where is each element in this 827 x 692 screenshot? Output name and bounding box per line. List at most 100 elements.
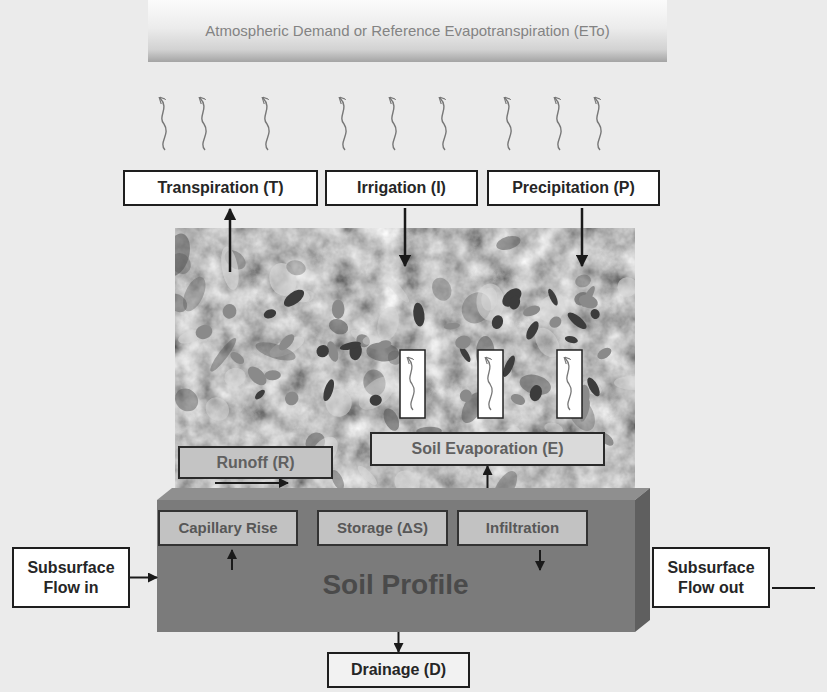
- vapour-arrows: [160, 98, 601, 150]
- runoff-arrow: [215, 482, 288, 484]
- transpiration-arrow: [229, 209, 232, 272]
- seedling-leaf: [528, 384, 544, 403]
- soil-clod: [285, 258, 307, 277]
- seedling-leaf: [595, 345, 613, 361]
- seedling-leaf: [377, 339, 392, 350]
- flux-box: Runoff (R): [178, 446, 333, 479]
- soil-clod: [617, 276, 635, 297]
- vapour-arrow: [390, 98, 396, 150]
- process-box: Infiltration: [457, 510, 588, 546]
- flux-box: Transpiration (T): [123, 170, 318, 206]
- seedling-leaf: [314, 342, 331, 359]
- soil-clod: [428, 275, 455, 304]
- seedling-leaf: [509, 392, 527, 407]
- precipitation-arrow: [581, 208, 584, 266]
- seedling-leaf: [276, 332, 297, 353]
- soil-clod: [175, 384, 203, 416]
- vapour-arrow: [340, 98, 346, 150]
- soil-block: Soil Profile Capillary Rise Storage (ΔS) In…: [157, 488, 650, 632]
- node-label: Capillary Rise: [178, 519, 277, 537]
- seedling-leaf: [283, 389, 301, 408]
- soil-clod: [480, 287, 499, 312]
- node-label: Irrigation (I): [357, 178, 446, 197]
- seedling-leaf: [263, 308, 278, 320]
- node-label: Storage (ΔS): [337, 519, 428, 537]
- vapour-arrow: [505, 98, 511, 150]
- evaporation-symbol: [478, 350, 503, 418]
- soil-clod: [380, 406, 402, 433]
- seedling-leaf: [281, 286, 307, 310]
- field-photo: [175, 228, 635, 490]
- vapour-arrow: [565, 358, 571, 410]
- vapour-arrow: [486, 358, 492, 410]
- seedling-leaf: [547, 314, 563, 330]
- soil-clod: [389, 465, 424, 490]
- seedling-leaf: [524, 319, 542, 341]
- soil-clod: [175, 249, 195, 277]
- seedling-leaf: [264, 370, 281, 380]
- seedling-leaf: [564, 335, 579, 345]
- node-label: Subsurface Flow in: [21, 558, 121, 596]
- vapour-arrow: [263, 98, 269, 150]
- capillary-arrow: [231, 550, 233, 570]
- soil-clod: [488, 467, 522, 490]
- infiltration-arrow: [539, 550, 541, 570]
- soil-slab: [157, 488, 650, 632]
- node-label: Soil Profile: [322, 568, 468, 602]
- seedling-leaf: [228, 350, 246, 367]
- symbol-box: [557, 350, 582, 418]
- node-label: Precipitation (P): [512, 178, 635, 197]
- seedling-leaf: [522, 304, 542, 319]
- soil-clod: [574, 273, 593, 289]
- node-label: Infiltration: [486, 519, 559, 537]
- evaporation-symbol: [557, 350, 582, 418]
- process-box: Capillary Rise: [158, 510, 298, 546]
- flux-box: Irrigation (I): [325, 170, 478, 206]
- flux-box: Precipitation (P): [487, 170, 660, 206]
- seedling-leaf: [589, 308, 601, 321]
- vapour-arrow: [595, 98, 601, 150]
- vapour-arrow: [555, 98, 561, 150]
- node-label: Drainage (D): [351, 660, 446, 679]
- vapour-arrow: [440, 98, 446, 150]
- seedling-leaf: [507, 294, 522, 311]
- seedling-leaf: [499, 285, 525, 310]
- process-box: Storage (ΔS): [317, 510, 448, 546]
- flow-box: Subsurface Flow out: [652, 547, 770, 608]
- seedling-leaf: [194, 323, 215, 342]
- soil-clod: [178, 274, 210, 315]
- flux-box: Drainage (D): [327, 652, 470, 688]
- seedling-leaf: [453, 333, 472, 351]
- flow-arrow: [398, 632, 400, 652]
- seedling-leaf: [577, 292, 600, 311]
- seedling-leaf: [443, 322, 460, 330]
- soil-clod: [355, 463, 379, 487]
- soil-clod: [353, 370, 401, 416]
- evaporation-symbol: [400, 350, 425, 418]
- node-label: Atmospheric Demand or Reference Evapotra…: [205, 22, 609, 40]
- vapour-arrow: [408, 358, 414, 410]
- flow-arrow: [130, 577, 157, 579]
- soil-clod: [223, 366, 248, 388]
- vapour-arrow: [160, 98, 166, 150]
- flow-box: Subsurface Flow in: [12, 547, 130, 608]
- seedling-leaf: [458, 388, 473, 404]
- node-label: Soil Evaporation (E): [411, 439, 563, 458]
- seedling-leaf: [253, 388, 266, 401]
- seedling-leaf: [332, 299, 345, 318]
- soil-clod: [495, 233, 522, 252]
- outflow-line: [772, 587, 815, 589]
- soil-clod: [614, 376, 635, 391]
- seedling-leaf: [339, 340, 362, 352]
- soil-clod: [476, 283, 505, 321]
- flow-arrow: [487, 466, 489, 488]
- soil-clod: [381, 272, 412, 305]
- soil-clod: [201, 392, 234, 425]
- node-label: Subsurface Flow out: [661, 558, 761, 596]
- symbol-box: [478, 350, 503, 418]
- soil-clod: [175, 231, 194, 279]
- seedling-leaf: [546, 288, 559, 307]
- irrigation-arrow: [404, 208, 407, 266]
- seedling-leaf: [565, 310, 589, 332]
